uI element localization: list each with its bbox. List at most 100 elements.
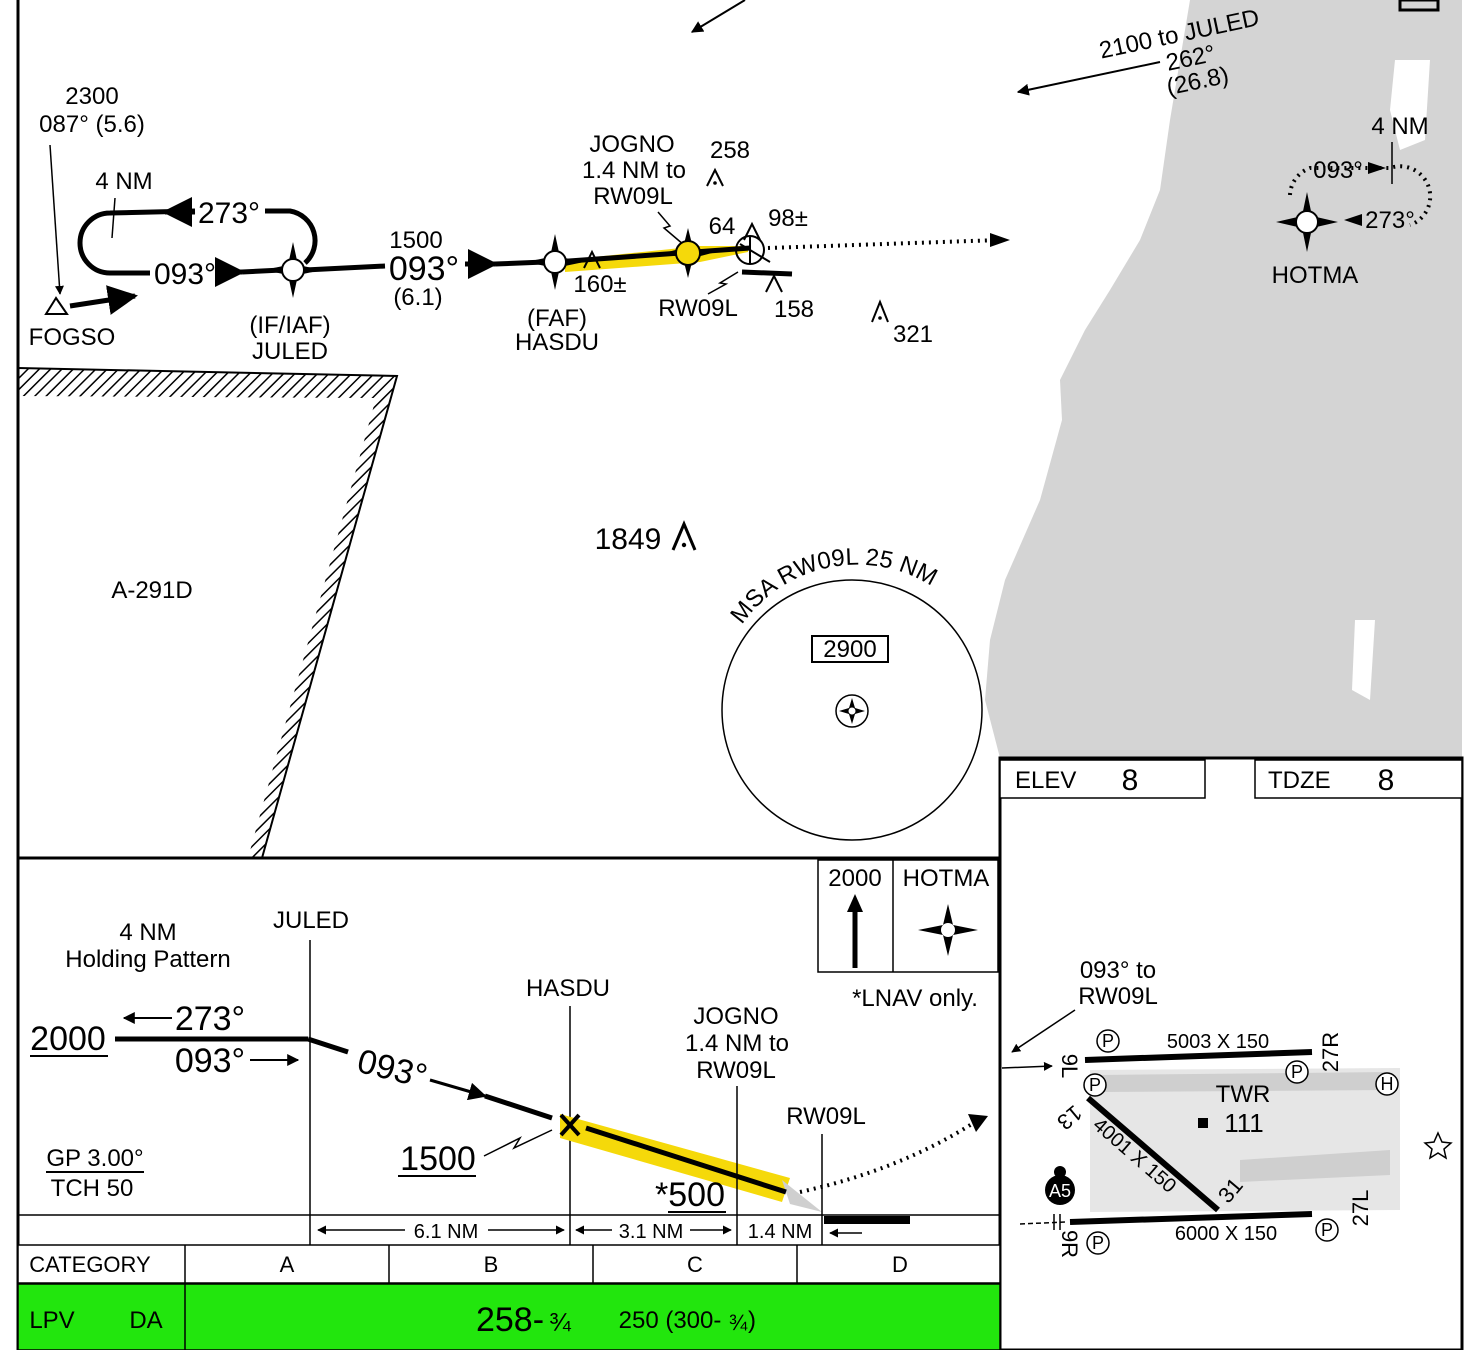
jogno-label-3: RW09L bbox=[593, 183, 673, 210]
profile-hold-outbound: 273° bbox=[175, 1000, 245, 1038]
profile-faf-altitude: 1500 bbox=[400, 1140, 476, 1178]
profile-jogno-1: JOGNO bbox=[693, 1003, 778, 1030]
obstacle-1849: 1849 bbox=[595, 523, 662, 556]
rwy-09r-dims: 6000 X 150 bbox=[1175, 1223, 1277, 1245]
hold-length-pointer bbox=[111, 197, 116, 239]
msa-center-icon bbox=[835, 694, 869, 728]
hasdu-role: (FAF) bbox=[527, 305, 587, 332]
msa-center-dot bbox=[847, 706, 857, 716]
profile-hasdu-label: HASDU bbox=[526, 975, 610, 1002]
rw09l-waypoint-circle bbox=[735, 235, 765, 265]
descent-segment-2 bbox=[484, 1093, 553, 1121]
msa-altitude: 2900 bbox=[823, 636, 876, 663]
rw09l-label: RW09L bbox=[658, 295, 738, 322]
parking-icon-2 bbox=[1083, 1073, 1107, 1097]
faf-cross-2 bbox=[559, 1113, 581, 1137]
rwy-9r-label: 9R bbox=[1057, 1230, 1082, 1258]
fogso-pointer bbox=[49, 144, 64, 295]
missed-approach-waypoint-center bbox=[941, 923, 955, 937]
profile-distance-2: 3.1 NM bbox=[619, 1221, 683, 1243]
juled-label: JULED bbox=[252, 338, 328, 365]
elev-box bbox=[999, 759, 1206, 799]
beacon-star-icon bbox=[1423, 1131, 1453, 1160]
profile-descent-course: 093° bbox=[354, 1042, 431, 1096]
course-note-2: RW09L bbox=[1078, 983, 1158, 1010]
runway-13-31 bbox=[1086, 1095, 1220, 1213]
hold-length: 4 NM bbox=[95, 168, 152, 195]
profile-distance-1: 6.1 NM bbox=[414, 1221, 478, 1243]
segment-juled-hasdu-1 bbox=[304, 263, 386, 273]
fogso-label: FOGSO bbox=[29, 324, 116, 351]
profile-missed-approach bbox=[799, 1120, 977, 1194]
profile-jogno-2: 1.4 NM to bbox=[685, 1030, 789, 1057]
juled-role: (IF/IAF) bbox=[249, 312, 330, 339]
profile-holding-label-1: 4 NM bbox=[119, 919, 176, 946]
course-note-arrow bbox=[1001, 1061, 1053, 1071]
juled-hold-racetrack bbox=[77, 208, 318, 276]
elev-label: ELEV bbox=[1015, 767, 1076, 794]
runway-approach-tick bbox=[739, 243, 771, 263]
profile-tch: TCH 50 bbox=[51, 1175, 134, 1202]
parking-label-5: P bbox=[1321, 1220, 1333, 1240]
tdze-box bbox=[1254, 759, 1463, 799]
obstacle-321-dot bbox=[878, 316, 882, 320]
msa-altitude-box bbox=[811, 635, 889, 663]
obstacle-158-icon bbox=[765, 273, 783, 293]
elev-value: 8 bbox=[1122, 764, 1139, 797]
jogno-stepdown-circle bbox=[675, 240, 701, 266]
obstacle-64: 64 bbox=[709, 213, 736, 240]
chart-edge-box bbox=[1398, 0, 1440, 12]
fogso-leg bbox=[69, 285, 138, 315]
hasdu-flyover-circle bbox=[543, 250, 567, 274]
course-note-1: 093° to bbox=[1080, 957, 1156, 984]
obstacle-98-icon bbox=[743, 221, 761, 241]
twr-icon bbox=[1198, 1118, 1208, 1128]
rwy-09l-dims: 5003 X 150 bbox=[1167, 1031, 1269, 1053]
restricted-area-label: A-291D bbox=[111, 577, 192, 604]
missed-approach-arrowhead bbox=[990, 233, 1010, 247]
taxiway-south bbox=[1240, 1150, 1390, 1182]
category-a: A bbox=[280, 1252, 295, 1277]
obstacle-1849-dot bbox=[681, 542, 687, 548]
category-d: D bbox=[892, 1252, 908, 1277]
obstacle-258: 258 bbox=[710, 137, 750, 164]
hot-spot-label: A5 bbox=[1049, 1181, 1071, 1201]
profile-distance-3: 1.4 NM bbox=[748, 1221, 812, 1243]
profile-jogno-3: RW09L bbox=[696, 1057, 776, 1084]
parking-icon-1 bbox=[1096, 1029, 1120, 1053]
glidepath-terminus bbox=[782, 1180, 822, 1212]
parking-label-1: P bbox=[1102, 1031, 1114, 1051]
lpv-haa-close: ) bbox=[748, 1307, 756, 1334]
fogso-triangle-icon bbox=[44, 296, 69, 315]
profile-gp-angle: GP 3.00° bbox=[46, 1145, 143, 1172]
obstacle-158: 158 bbox=[774, 296, 814, 323]
heliport-icon bbox=[1375, 1072, 1399, 1096]
obstacle-160: 160± bbox=[573, 271, 626, 298]
obstacle-258-dot bbox=[713, 181, 717, 185]
obstacle-321-icon bbox=[871, 299, 889, 323]
profile-rw09l-label: RW09L bbox=[786, 1103, 866, 1130]
land-inlet bbox=[1352, 620, 1375, 700]
lpv-label: LPV bbox=[29, 1307, 74, 1334]
missed-approach-fix: HOTMA bbox=[903, 865, 990, 892]
category-c: C bbox=[687, 1252, 703, 1277]
twr-label: TWR bbox=[1216, 1081, 1271, 1108]
twr-elevation: 111 bbox=[1224, 1108, 1264, 1138]
obstacle-160-icon bbox=[583, 249, 601, 269]
runway-09r-27l bbox=[1069, 1211, 1313, 1225]
profile-holding-label-2: Holding Pattern bbox=[65, 946, 230, 973]
fogso-altitude: 2300 bbox=[65, 83, 118, 110]
parking-icon-5 bbox=[1315, 1218, 1339, 1242]
restricted-area-hatch bbox=[18, 368, 397, 858]
hold-inbound-course: 093° bbox=[154, 258, 216, 291]
segment-altitude: 1500 bbox=[389, 227, 442, 254]
runway-09l-27r bbox=[1084, 1049, 1313, 1063]
hotma-label: HOTMA bbox=[1272, 262, 1359, 289]
profile-lnav-stepdown: *500 bbox=[655, 1176, 725, 1214]
arrow-top bbox=[690, 0, 746, 33]
profile-hold-altitude: 2000 bbox=[30, 1020, 106, 1058]
hotma-hold-racetrack bbox=[1288, 164, 1433, 227]
hot-spot-pin-icon bbox=[1054, 1166, 1066, 1178]
faf-pointer bbox=[483, 1129, 553, 1157]
